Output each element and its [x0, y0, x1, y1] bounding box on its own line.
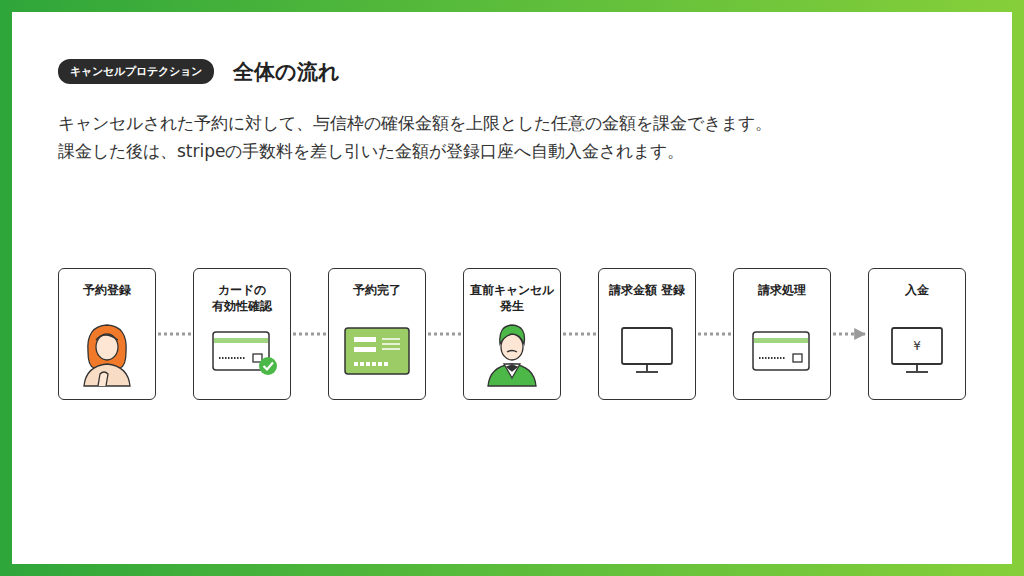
step-label: 請求金額 登録	[603, 283, 691, 299]
process-box: カードの 有効性確認	[193, 268, 291, 400]
process-box: 入金	[868, 268, 966, 400]
staff-illustration	[488, 325, 536, 386]
monitor-icon	[622, 328, 672, 372]
section-tag: キャンセルプロテクション	[58, 59, 214, 84]
monitor-icon	[892, 328, 942, 372]
card-icon	[753, 332, 809, 370]
flow-connector	[833, 333, 865, 336]
card-check-icon	[213, 332, 277, 375]
flow-connector	[293, 333, 326, 336]
step-label: カードの 有効性確認	[198, 283, 286, 314]
tablet-icon	[345, 328, 409, 374]
process-box: 直前キャンセル 発生	[463, 268, 561, 400]
process-box: 請求処理	[733, 268, 831, 400]
page-title: 全体の流れ	[233, 58, 340, 86]
step-label: 入金	[873, 283, 961, 299]
flow-connector	[563, 333, 596, 336]
flow-connector	[428, 333, 461, 336]
flow-connector	[698, 333, 731, 336]
currency-symbol: ¥	[913, 339, 921, 353]
process-box: 予約完了	[328, 268, 426, 400]
description-line: 課金した後は、stripeの手数料を差し引いた金額が登録口座へ自動入金されます。	[58, 140, 685, 163]
description-line: キャンセルされた予約に対して、与信枠の確保金額を上限とした任意の金額を課金できま…	[58, 112, 772, 135]
process-box: 請求金額 登録	[598, 268, 696, 400]
flow-connector	[158, 333, 191, 336]
step-label: 直前キャンセル 発生	[468, 283, 556, 314]
woman-illustration	[84, 325, 130, 386]
step-label: 予約完了	[333, 283, 421, 299]
step-label: 予約登録	[63, 283, 151, 299]
process-box: 予約登録	[58, 268, 156, 400]
step-label: 請求処理	[738, 283, 826, 299]
